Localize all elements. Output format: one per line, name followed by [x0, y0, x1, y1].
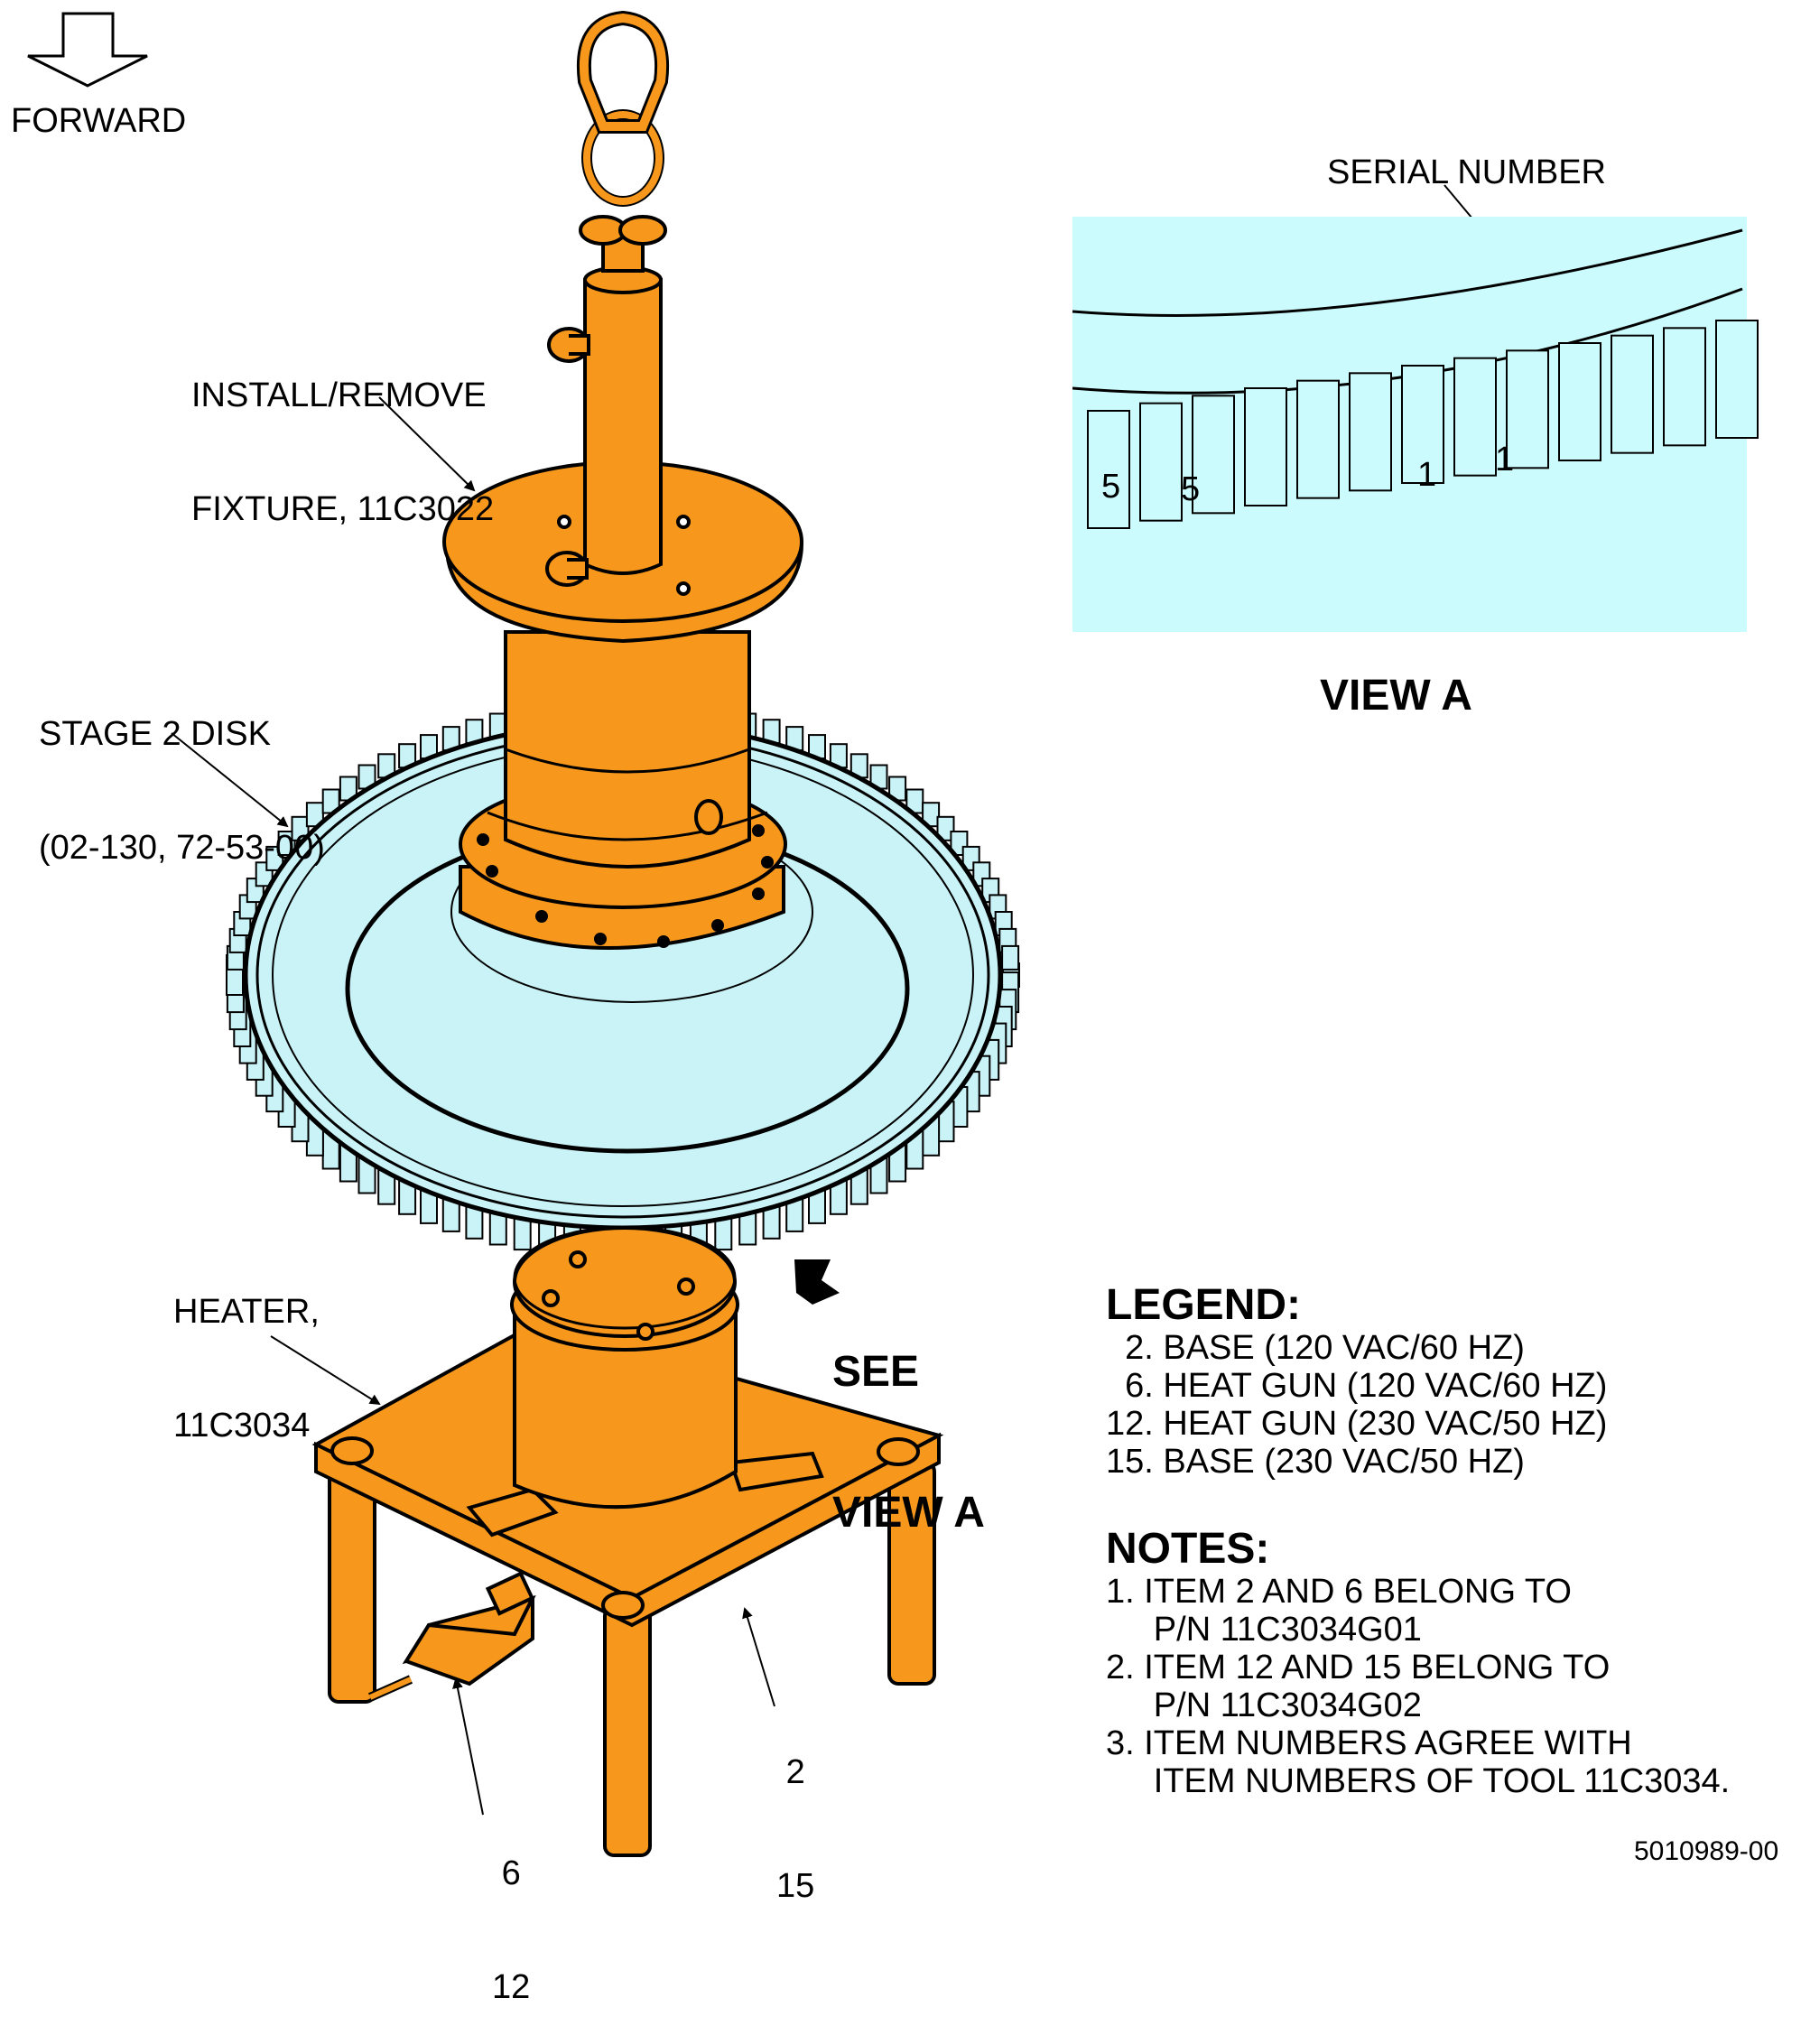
blade-mark: 5 — [1181, 470, 1201, 508]
blade-mark: 1 — [1417, 456, 1437, 494]
view-a-blade — [1349, 372, 1392, 492]
see-view-a-callout: SEE VIEW A — [832, 1348, 985, 1537]
stage2-disk — [226, 699, 1020, 1259]
note-item: P/N 11C3034G01 — [1106, 1611, 1422, 1649]
legend-item: 6. HEAT GUN (120 VAC/60 HZ) — [1106, 1367, 1608, 1405]
note-item: P/N 11C3034G02 — [1106, 1686, 1422, 1724]
view-a-title: VIEW A — [1320, 672, 1472, 720]
view-a-blade — [1401, 365, 1444, 484]
view-a-blade — [1663, 327, 1706, 447]
view-a-blade — [1506, 349, 1549, 469]
view-a-blade — [1453, 357, 1497, 477]
heater-base — [311, 1225, 944, 1857]
see-view-a-arrow-icon — [794, 1259, 840, 1305]
view-a-blade — [1192, 395, 1235, 515]
forward-label: FORWARD — [11, 102, 187, 140]
tool-illustration — [27, 10, 1759, 1857]
view-a-blade — [1139, 402, 1183, 522]
legend-item: 2. BASE (120 VAC/60 HZ) — [1106, 1329, 1525, 1367]
heater-callout: HEATER, 11C3034 — [173, 1293, 320, 1445]
figure-number: 5010989-00 — [1634, 1836, 1779, 1866]
disk-blade — [936, 815, 955, 841]
note-item: 3. ITEM NUMBERS AGREE WITH — [1106, 1724, 1632, 1762]
view-a-blade — [1611, 334, 1654, 454]
note-item: 1. ITEM 2 AND 6 BELONG TO — [1106, 1573, 1572, 1611]
notes-title: NOTES: — [1106, 1525, 1270, 1573]
serial-number-callout: SERIAL NUMBER — [1327, 153, 1606, 191]
disk-blade — [291, 815, 310, 841]
legend-item: 12. HEAT GUN (230 VAC/50 HZ) — [1106, 1405, 1608, 1443]
disk-blade — [277, 831, 296, 856]
legend-title: LEGEND: — [1106, 1281, 1301, 1329]
note-item: ITEM NUMBERS OF TOOL 11C3034. — [1106, 1762, 1731, 1800]
install-remove-fixture — [442, 10, 804, 950]
legend-item: 15. BASE (230 VAC/50 HZ) — [1106, 1443, 1525, 1481]
blade-mark: 1 — [1495, 441, 1515, 478]
view-a-blades — [1087, 320, 1759, 529]
install-fixture-callout: INSTALL/REMOVE FIXTURE, 11C3022 — [191, 376, 495, 528]
blade-mark: 5 — [1101, 468, 1121, 506]
view-a-blade — [1296, 379, 1340, 499]
view-a-blade — [1558, 342, 1601, 461]
view-a-inset — [1072, 217, 1759, 632]
disk-blade — [1001, 944, 1020, 971]
view-a-blade — [1244, 387, 1287, 506]
view-a-blade — [1087, 410, 1130, 529]
legend: LEGEND: 2. BASE (120 VAC/60 HZ) 6. HEAT … — [1106, 1281, 1608, 1482]
note-item: 2. ITEM 12 AND 15 BELONG TO — [1106, 1649, 1611, 1686]
forward-arrow-icon — [27, 12, 148, 88]
stage2-disk-callout: STAGE 2 DISK (02-130, 72-53-00) — [39, 715, 325, 867]
item-6-12-callout: 6 12 — [492, 1854, 531, 2006]
fixture-bolts — [477, 824, 774, 948]
view-a-blade — [1715, 320, 1759, 439]
notes: NOTES: 1. ITEM 2 AND 6 BELONG TO P/N 11C… — [1106, 1525, 1731, 1801]
item-2-15-callout: 2 15 — [776, 1753, 815, 1905]
